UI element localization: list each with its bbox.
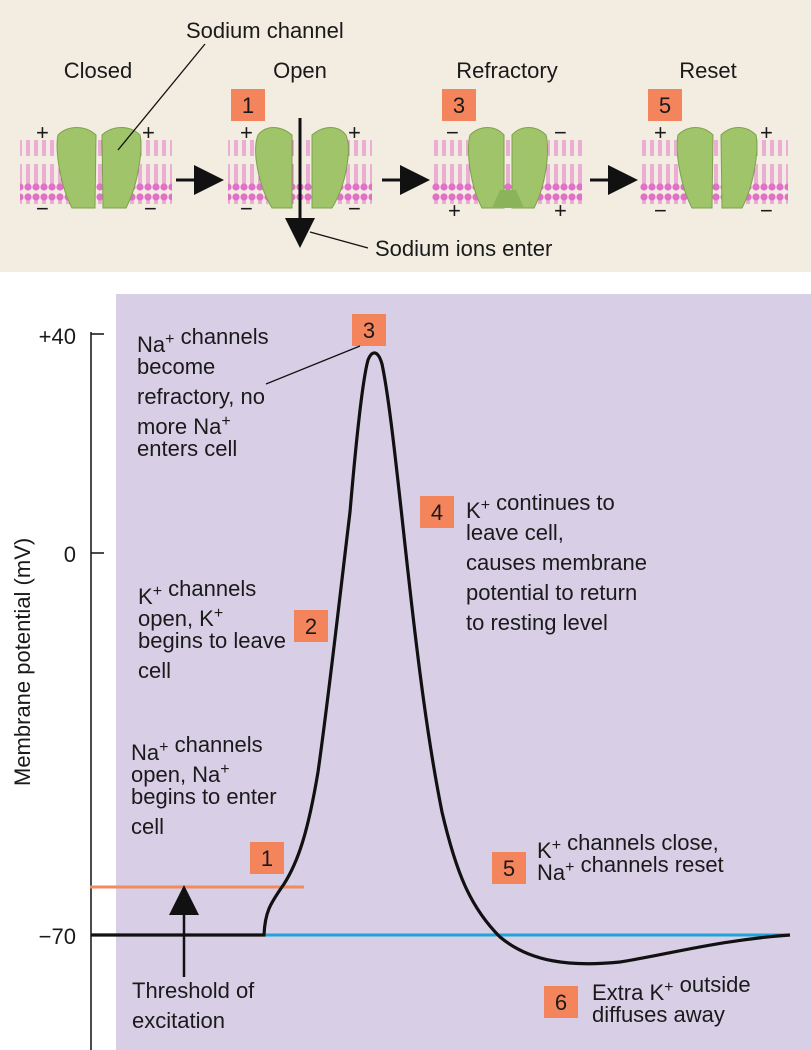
sodium-channel-refractory xyxy=(468,127,548,209)
step-badge-number: 6 xyxy=(555,990,567,1015)
threshold-label: Threshold of excitation xyxy=(132,978,260,1033)
channel-states-diagram: Closed + + − − Sodium channel Open 1 xyxy=(20,18,788,261)
sign: + xyxy=(554,198,567,223)
threshold-label-line: excitation xyxy=(132,1008,225,1033)
stage-label-closed: Closed xyxy=(64,58,132,83)
annotation-line: K+ channels close, xyxy=(537,830,719,863)
y-tick-label: +40 xyxy=(39,324,76,349)
sign: − xyxy=(240,196,253,221)
annotation-step-3: 3 Na+ channels become refractory, no mor… xyxy=(137,314,386,461)
sign: − xyxy=(554,120,567,145)
membrane-bilayer xyxy=(640,140,788,204)
annotation-step-6: 6 Extra K+ outside diffuses away xyxy=(544,972,757,1027)
step-badge xyxy=(492,852,526,884)
annotation-step-1: Na+ channels open, Na+ begins to enter c… xyxy=(131,732,284,874)
step-badge xyxy=(648,89,682,121)
annotation-step-2: K+ channels open, K+ begins to leave cel… xyxy=(138,576,328,683)
sign: − xyxy=(446,120,459,145)
annotation-line: K+ continues to xyxy=(466,490,615,523)
sodium-ions-label: Sodium ions enter xyxy=(375,236,552,261)
step-badge-number: 3 xyxy=(453,93,465,118)
step-badge xyxy=(442,89,476,121)
step-badge-number: 1 xyxy=(242,93,254,118)
annotation-line: enters cell xyxy=(137,436,237,461)
annotation-line: Na+ channels xyxy=(131,732,263,765)
step-badge xyxy=(544,986,578,1018)
sodium-channel-leader xyxy=(117,43,206,151)
sign: − xyxy=(144,196,157,221)
sodium-channel-closed xyxy=(56,127,142,209)
sign: + xyxy=(142,120,155,145)
annotation-text: Na+ channels open, Na+ begins to enter c… xyxy=(131,732,283,839)
annotation-line: begins to leave xyxy=(138,628,286,653)
annotation-line: more Na+ xyxy=(137,413,231,439)
sign: − xyxy=(654,198,667,223)
y-tick-label: −70 xyxy=(39,924,76,949)
threshold-label-line: Threshold of xyxy=(132,978,255,1003)
sign: − xyxy=(348,196,361,221)
step-badge-number: 5 xyxy=(659,93,671,118)
annotation-line: open, K+ xyxy=(138,605,223,631)
sodium-channel-reset xyxy=(676,127,758,209)
annotation-text: K+ channels close, Na+ channels reset xyxy=(537,830,725,885)
sodium-ions-leader xyxy=(309,231,369,249)
stage-label-open: Open xyxy=(273,58,327,83)
step-badge-number: 2 xyxy=(305,614,317,639)
action-potential-panel: +40 0 −70 Membrane potential (mV) Thresh… xyxy=(0,272,811,1050)
y-axis-title: Membrane potential (mV) xyxy=(10,538,35,786)
sign: + xyxy=(36,120,49,145)
step-badge-number: 1 xyxy=(261,846,273,871)
annotation-step-5: 5 K+ channels close, Na+ channels reset xyxy=(492,830,725,885)
action-potential-graph: +40 0 −70 Membrane potential (mV) Thresh… xyxy=(10,294,811,1050)
sign: + xyxy=(654,120,667,145)
annotation-line: become xyxy=(137,354,215,379)
step-badge xyxy=(352,314,386,346)
step-badge xyxy=(250,842,284,874)
annotation-line: potential to return xyxy=(466,580,637,605)
annotation-line: cell xyxy=(138,658,171,683)
sign: − xyxy=(760,198,773,223)
annotation-text: Extra K+ outside diffuses away xyxy=(592,972,757,1027)
stage-refractory: Refractory 3 − − + + xyxy=(432,58,582,223)
stage-label-reset: Reset xyxy=(679,58,736,83)
stage-reset: Reset 5 + + − − xyxy=(640,58,788,223)
stage-closed: Closed + + − − xyxy=(20,58,172,221)
step-badge xyxy=(231,89,265,121)
stage-open: Open 1 + + − − xyxy=(228,58,372,248)
sodium-channel-label: Sodium channel xyxy=(186,18,344,43)
step-badge xyxy=(420,496,454,528)
annotation-text: K+ channels open, K+ begins to leave cel… xyxy=(138,576,292,683)
annotation-line: K+ channels xyxy=(138,576,256,609)
annotation-line: begins to enter xyxy=(131,784,277,809)
step-badge-number: 3 xyxy=(363,318,375,343)
y-tick-label: 0 xyxy=(64,542,76,567)
annotation-line: refractory, no xyxy=(137,384,265,409)
annotation-line: Extra K+ outside xyxy=(592,972,751,1005)
action-potential-curve xyxy=(91,351,791,966)
sign: + xyxy=(348,120,361,145)
annotation-line: diffuses away xyxy=(592,1002,725,1027)
sign: + xyxy=(760,120,773,145)
sign: + xyxy=(240,120,253,145)
stage-label-refractory: Refractory xyxy=(456,58,557,83)
annotation-text: K+ continues to leave cell, causes membr… xyxy=(466,490,653,635)
annotation-step-4: 4 K+ continues to leave cell, causes mem… xyxy=(420,490,653,635)
annotation-leader xyxy=(265,345,361,385)
annotation-line: cell xyxy=(131,814,164,839)
annotation-line: Na+ channels reset xyxy=(537,852,724,885)
sign: + xyxy=(448,198,461,223)
step-badge-number: 4 xyxy=(431,500,443,525)
annotation-line: Na+ channels xyxy=(137,324,269,357)
sodium-channel-open xyxy=(255,127,349,209)
channel-states-panel: Closed + + − − Sodium channel Open 1 xyxy=(0,0,811,272)
annotation-text: Na+ channels become refractory, no more … xyxy=(137,324,275,461)
annotation-line: to resting level xyxy=(466,610,608,635)
graph-background xyxy=(116,294,811,1050)
sign: − xyxy=(36,196,49,221)
annotation-line: open, Na+ xyxy=(131,761,230,787)
annotation-line: causes membrane xyxy=(466,550,647,575)
annotation-line: leave cell, xyxy=(466,520,564,545)
step-badge xyxy=(294,610,328,642)
step-badge-number: 5 xyxy=(503,856,515,881)
